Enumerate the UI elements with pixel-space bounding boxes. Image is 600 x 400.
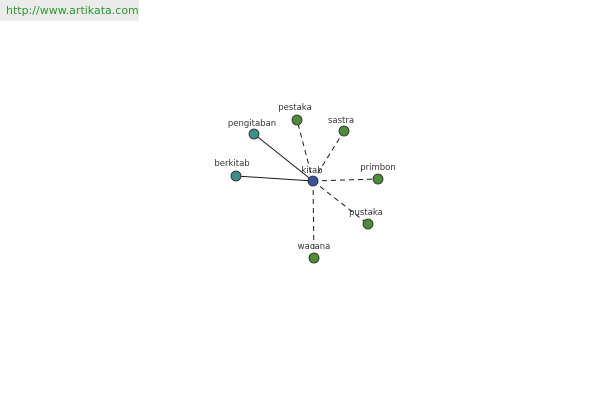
edge-kitab-pestaka bbox=[296, 119, 314, 182]
node-label-kitab[interactable]: kitab bbox=[301, 166, 322, 176]
node-pustaka[interactable] bbox=[362, 218, 374, 230]
node-label-pestaka[interactable]: pestaka bbox=[278, 103, 312, 113]
graph-labels: pengitaban berkitab pestaka sastra primbon pu… bbox=[214, 103, 395, 252]
node-pestaka[interactable] bbox=[291, 114, 303, 126]
node-label-pengitaban[interactable]: pengitaban bbox=[228, 119, 276, 129]
node-sastra[interactable] bbox=[338, 125, 350, 137]
node-primbon[interactable] bbox=[372, 173, 384, 185]
edge-kitab-pengitaban bbox=[253, 133, 314, 182]
node-label-primbon[interactable]: primbon bbox=[360, 163, 396, 173]
edge-kitab-sastra bbox=[312, 130, 345, 182]
node-label-berkitab[interactable]: berkitab bbox=[214, 159, 249, 169]
node-kitab[interactable] bbox=[307, 175, 319, 187]
edge-kitab-pustaka bbox=[312, 180, 369, 225]
edge-kitab-berkitab bbox=[235, 175, 314, 182]
node-pengitaban[interactable] bbox=[248, 128, 260, 140]
node-berkitab[interactable] bbox=[230, 170, 242, 182]
graph-nodes bbox=[230, 114, 384, 264]
edge-kitab-primbon bbox=[312, 178, 379, 182]
graph-edges bbox=[235, 119, 379, 259]
node-wacana[interactable] bbox=[308, 252, 320, 264]
node-label-sastra[interactable]: sastra bbox=[328, 116, 354, 126]
edge-kitab-wacana bbox=[312, 180, 315, 259]
node-label-pustaka[interactable]: pustaka bbox=[349, 208, 383, 218]
node-label-wacana[interactable]: wacana bbox=[298, 242, 331, 252]
site-url-watermark[interactable]: http://www.artikata.com bbox=[0, 0, 139, 21]
